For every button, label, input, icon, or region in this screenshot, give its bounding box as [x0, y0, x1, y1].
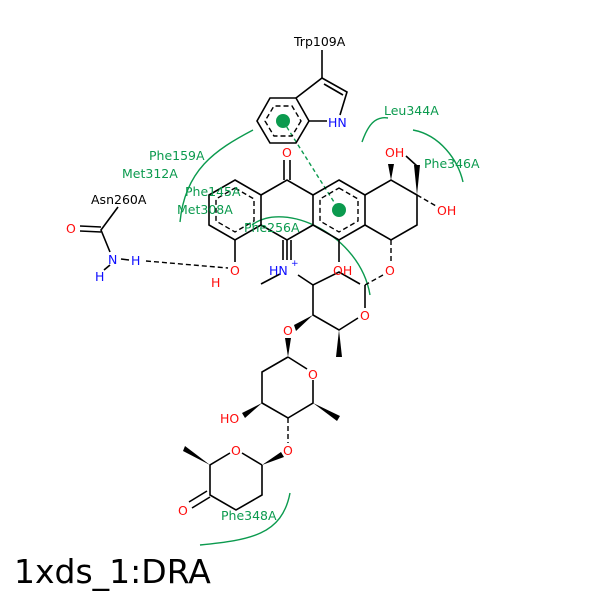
residue-label-asn260: Asn260A [91, 192, 147, 207]
atom-nh-indole: HN [328, 115, 347, 130]
pi-stacking-line [282, 120, 340, 211]
ring-centroid-trp109 [276, 114, 290, 128]
atom-o-glycosidic-2: O [283, 323, 293, 338]
atom-h-asn-2: H [95, 269, 104, 284]
residue-label-phe256: Phe256A [244, 220, 300, 235]
atom-o-ring-1: O [360, 308, 370, 323]
diagram-title: 1xds_1:DRA [14, 552, 211, 591]
contact-arc-phe346 [412, 129, 464, 183]
hydrogen-bond [145, 260, 229, 269]
atom-h-asn-1: H [131, 253, 140, 268]
residue-label-phe145: Phe145A [185, 184, 241, 199]
atom-o-asn: O [66, 221, 76, 236]
atom-ho: HO [220, 411, 239, 426]
hydrophobic-contacts [179, 117, 464, 546]
residue-label-leu344: Leu344A [384, 103, 439, 118]
atom-oh-3: OH [333, 263, 352, 278]
atom-o-glycosidic-3: O [283, 443, 293, 458]
residue-label-phe348: Phe348A [221, 508, 277, 523]
residue-label-met308: Met308A [177, 202, 233, 217]
atom-charge: + [291, 259, 299, 269]
trp109-indole [256, 50, 348, 144]
atom-o-ketone: O [282, 145, 292, 160]
residue-label-phe159: Phe159A [149, 148, 205, 163]
contact-arc-phe159-met312 [179, 129, 254, 223]
atom-hn-plus: HN [269, 263, 288, 278]
atom-oh-2: OH [437, 203, 456, 218]
asn260-residue [79, 206, 229, 271]
aglycone-rings [208, 155, 437, 285]
atom-o-ring-2: O [308, 367, 318, 382]
ring-centroid-ligand [332, 203, 346, 217]
atom-o-ketone-sugar: O [178, 503, 188, 518]
residue-label-met312: Met312A [122, 166, 178, 181]
contact-arc-phe348 [199, 492, 291, 546]
contact-arc-leu344 [361, 117, 389, 143]
atom-o-glycosidic-1: O [385, 263, 395, 278]
atom-oh-1: OH [385, 145, 404, 160]
atom-n-asn: N [108, 252, 117, 267]
atom-h-phenol: H [211, 275, 220, 290]
residue-label-trp109: Trp109A [293, 34, 346, 49]
atom-o-phenol: O [230, 263, 240, 278]
atom-o-ring-3: O [231, 443, 241, 458]
residue-label-phe346: Phe346A [424, 156, 480, 171]
sugar-chain [183, 271, 384, 511]
